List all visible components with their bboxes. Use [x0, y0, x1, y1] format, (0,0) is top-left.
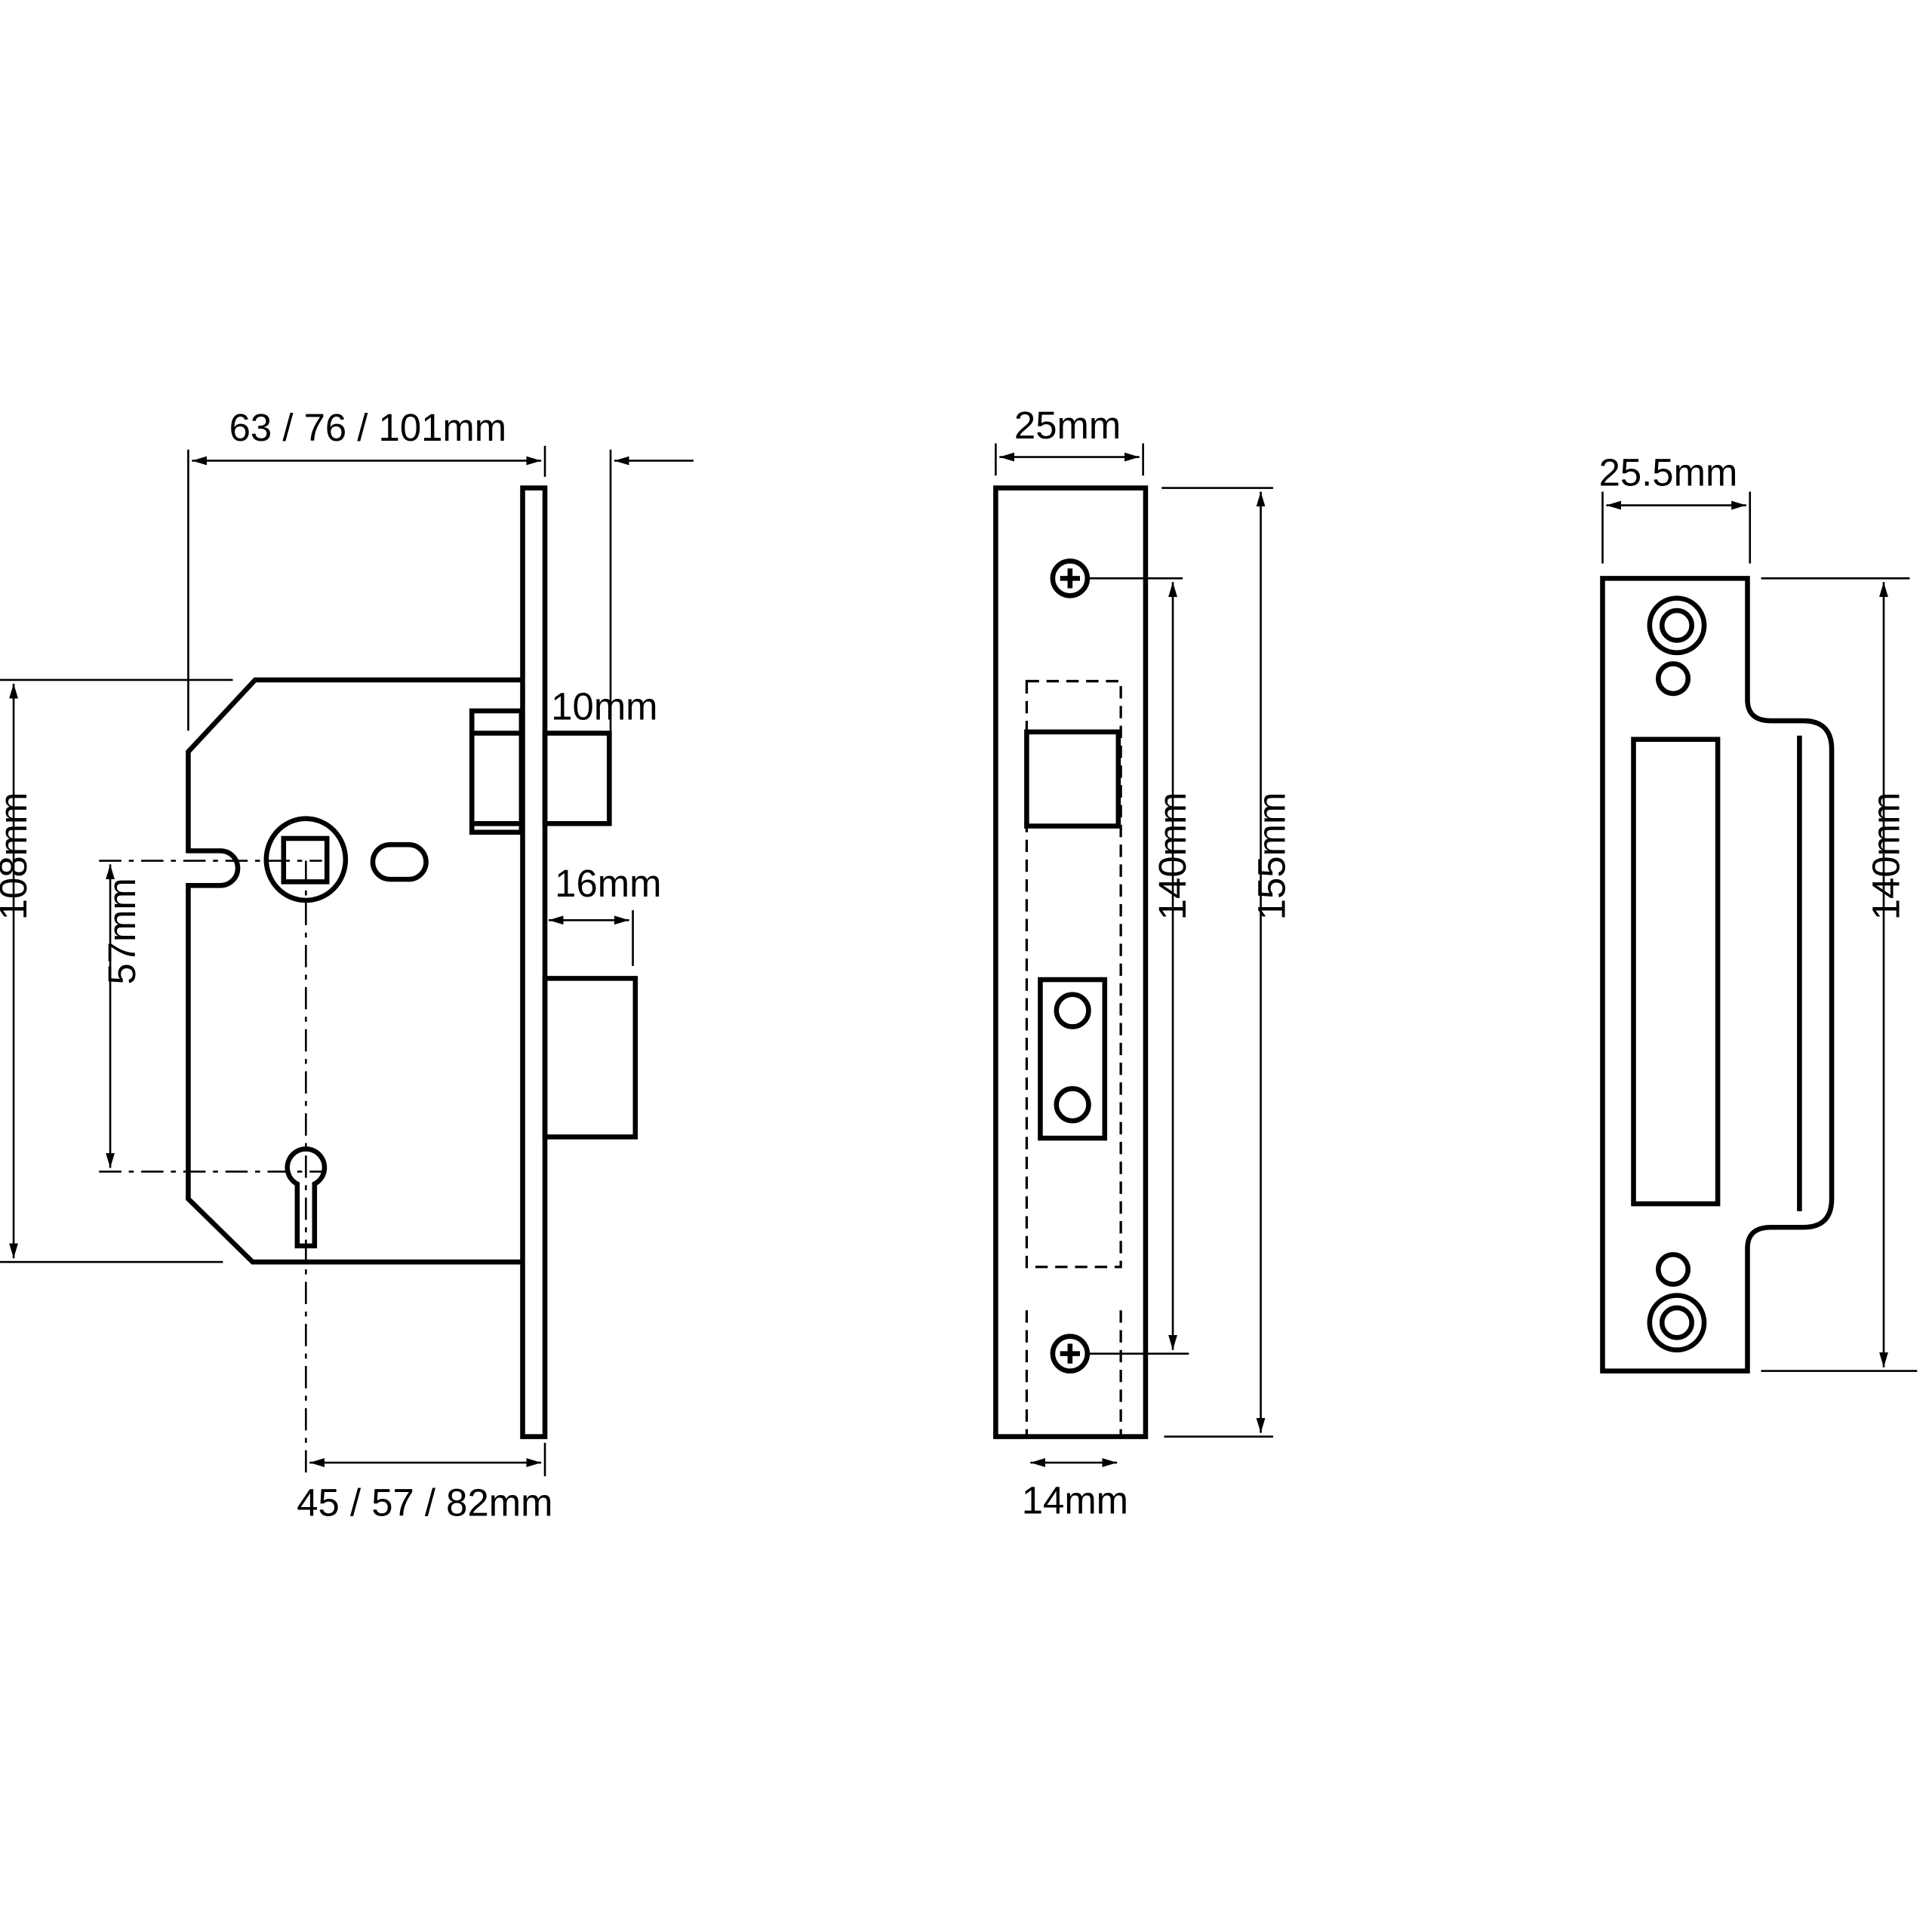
- forend-side: [520, 485, 548, 1439]
- latch-throw-label: 16mm: [555, 862, 661, 905]
- forend-length-label: 155mm: [1250, 792, 1293, 921]
- fixing-centres-label: 140mm: [1151, 792, 1194, 921]
- deadbolt-housing: [469, 708, 525, 835]
- latch-aperture: [1038, 977, 1108, 1141]
- fixing-slot: [370, 841, 429, 882]
- centres-label: 57mm: [100, 878, 143, 984]
- lock-width-label: 63 / 76 / 101mm: [229, 406, 507, 449]
- forend-plate: [993, 485, 1149, 1439]
- screw-hole-icon: [1647, 1293, 1707, 1352]
- hole-icon: [1656, 661, 1690, 697]
- lock-body-view: 63 / 76 / 101mm 10mm 16mm 108mm 57mm 45 …: [0, 406, 694, 1524]
- strike-aperture: [1631, 737, 1721, 1207]
- follower-hub: [263, 816, 349, 903]
- backset-label: 45 / 57 / 82mm: [297, 1481, 552, 1524]
- strike-plate-view: 25.5mm 140mm: [1599, 451, 1918, 1374]
- latch-hole-icon: [1054, 992, 1091, 1029]
- case-outline-hidden: [1025, 679, 1122, 1269]
- deadbolt-throw-label: 10mm: [551, 685, 657, 728]
- latch-bolt: [542, 976, 638, 1140]
- screw-hole-icon: [1647, 595, 1707, 656]
- deadbolt-aperture: [1024, 729, 1121, 829]
- forend-inner-width-label: 14mm: [1022, 1478, 1128, 1521]
- hole-icon: [1656, 1252, 1690, 1287]
- deadbolt: [542, 731, 612, 826]
- latch-hole-icon: [1054, 1086, 1091, 1124]
- screw-icon: [1050, 1334, 1091, 1374]
- lock-case: [186, 677, 521, 1265]
- strike-width-label: 25.5mm: [1599, 451, 1738, 494]
- forend-width-label: 25mm: [1014, 404, 1121, 447]
- screw-icon: [1050, 558, 1091, 598]
- strike-length-label: 140mm: [1864, 792, 1907, 921]
- strike-plate: [1600, 576, 1835, 1374]
- forend-view: 25mm 14mm 140mm 155mm: [993, 404, 1293, 1521]
- lock-height-label: 108mm: [0, 792, 35, 921]
